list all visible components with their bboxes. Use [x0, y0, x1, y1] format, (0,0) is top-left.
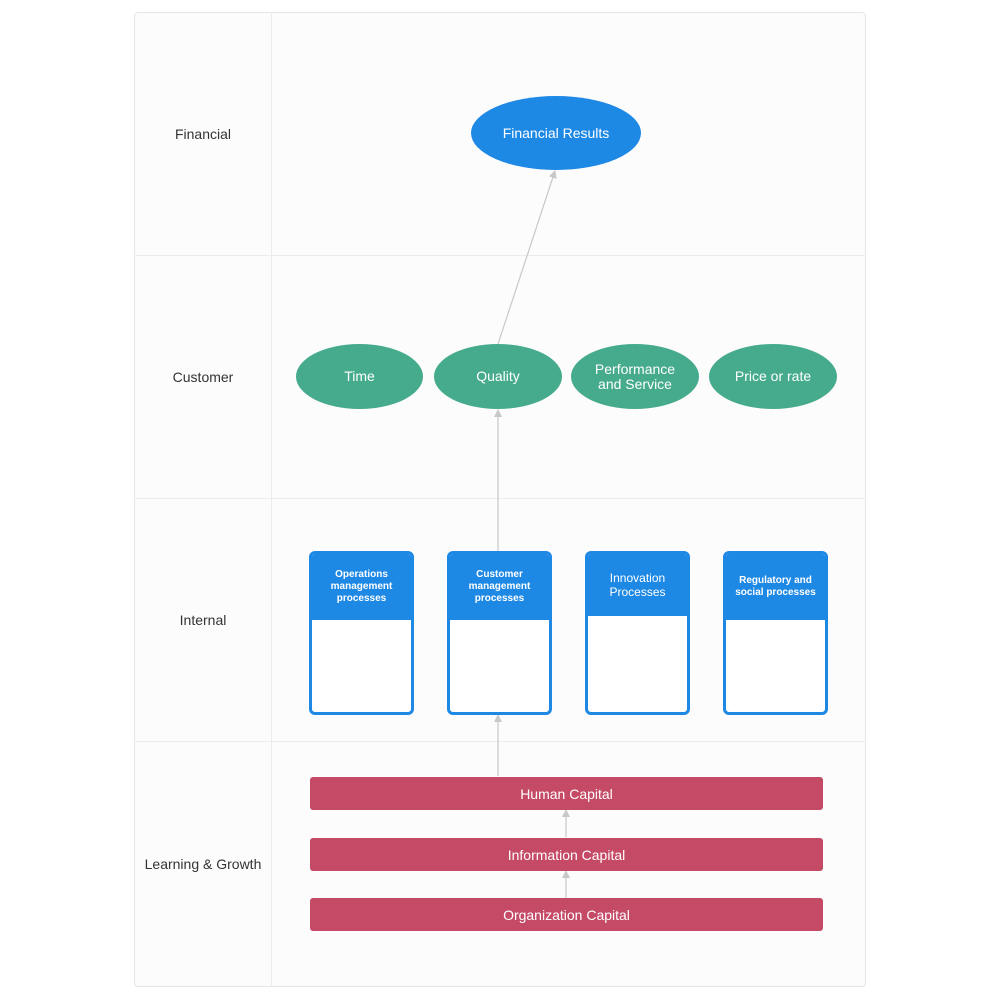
operations-management-card[interactable]: Operations management processes — [309, 551, 414, 715]
lane-divider-financial-customer — [134, 255, 866, 256]
price-or-rate-node[interactable]: Price or rate — [709, 344, 837, 409]
quality-node[interactable]: Quality — [434, 344, 562, 409]
lane-divider-internal-learning — [134, 741, 866, 742]
time-node[interactable]: Time — [296, 344, 423, 409]
performance-and-service-node[interactable]: Performance and Service — [571, 344, 699, 409]
customer-management-card[interactable]: Customer management processes — [447, 551, 552, 715]
customer-management-title: Customer management processes — [450, 554, 549, 620]
innovation-processes-title: Innovation Processes — [588, 554, 687, 616]
lane-label-internal: Internal — [179, 612, 227, 628]
human-capital-bar[interactable]: Human Capital — [310, 777, 823, 810]
lane-label-customer: Customer — [172, 369, 234, 385]
lane-label-learning-growth: Learning & Growth — [144, 856, 262, 872]
financial-results-node[interactable]: Financial Results — [471, 96, 641, 170]
regulatory-social-card[interactable]: Regulatory and social processes — [723, 551, 828, 715]
lane-divider-customer-internal — [134, 498, 866, 499]
information-capital-bar[interactable]: Information Capital — [310, 838, 823, 871]
organization-capital-bar[interactable]: Organization Capital — [310, 898, 823, 931]
innovation-processes-card[interactable]: Innovation Processes — [585, 551, 690, 715]
regulatory-social-title: Regulatory and social processes — [726, 554, 825, 620]
label-column-divider — [271, 12, 272, 987]
operations-management-title: Operations management processes — [312, 554, 411, 620]
lane-label-financial: Financial — [174, 126, 232, 142]
